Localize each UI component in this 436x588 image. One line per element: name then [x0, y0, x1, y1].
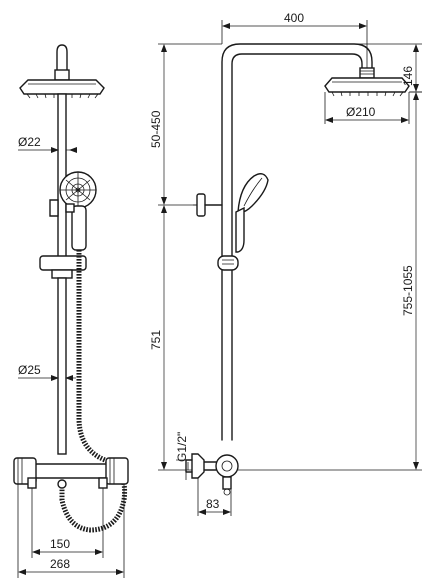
- side-wall-bracket: [196, 193, 206, 217]
- side-view: 400 146 Ø210 50-450 751: [149, 11, 422, 516]
- front-mixer-knob-right: [105, 457, 129, 485]
- front-top-bracket: [49, 199, 59, 217]
- top-arm-length-label: 400: [284, 11, 304, 25]
- head-diameter-side-label: Ø210: [346, 105, 376, 119]
- head-height-label: 146: [401, 66, 415, 86]
- pipe-diameter-bottom-label: Ø25: [18, 363, 41, 377]
- side-head-connector: [359, 67, 375, 79]
- side-riser-arm-outer: [221, 43, 373, 441]
- side-hand-shower-handle: [235, 206, 245, 253]
- front-arm-tip: [56, 44, 68, 71]
- front-inlet-left: [27, 477, 37, 489]
- front-rain-head: [19, 79, 105, 95]
- side-rain-head: [324, 77, 410, 93]
- side-hand-shower-head: [237, 173, 269, 214]
- arm-to-bracket-label: 50-450: [149, 110, 163, 148]
- pipe-diameter-top-label: Ø22: [18, 135, 41, 149]
- side-mixer-outlet: [222, 476, 232, 490]
- inlet-spacing-label: 150: [50, 537, 70, 551]
- front-hose: [59, 250, 128, 533]
- front-view: Ø22 Ø25 150: [13, 44, 129, 578]
- side-mixer-knob: [215, 454, 239, 478]
- inlet-thread-label: G1/2": [175, 432, 189, 462]
- side-wall-flange: [191, 453, 205, 479]
- side-riser-arm-inner: [231, 53, 363, 441]
- overall-height-label: 755-1055: [401, 265, 415, 316]
- wall-offset-label: 83: [206, 497, 220, 511]
- mixer-width-label: 268: [50, 557, 70, 571]
- bracket-height-label: 751: [149, 330, 163, 350]
- front-inlet-right: [98, 477, 108, 489]
- front-mixer-body: [33, 463, 109, 479]
- side-slider-knob: [217, 255, 239, 271]
- front-lower-riser: [57, 277, 67, 455]
- front-head-connector: [54, 69, 70, 81]
